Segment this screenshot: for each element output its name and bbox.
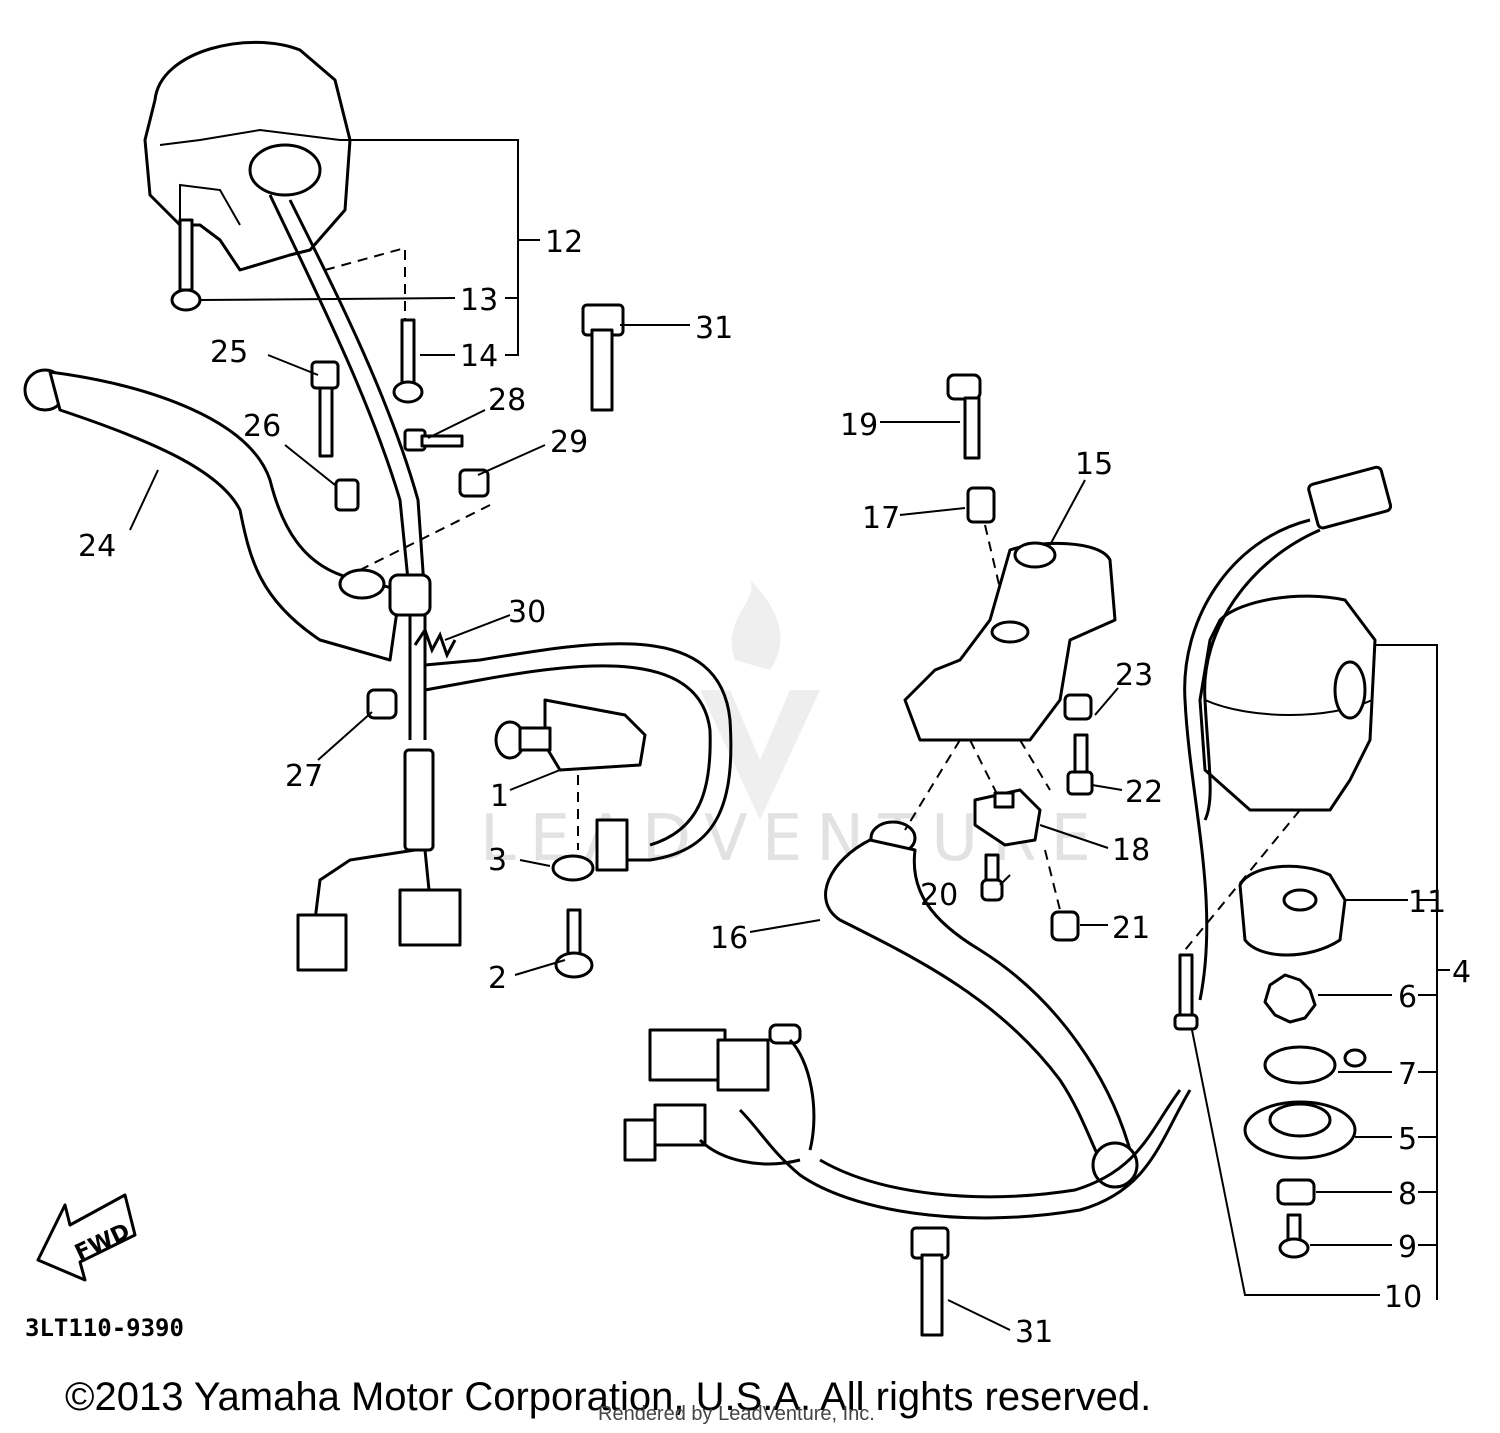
watermark-logo [700,580,820,820]
screw-20 [980,853,1004,902]
nut-29 [458,468,490,498]
callout-11: 11 [1408,885,1446,920]
callout-6: 6 [1398,980,1417,1015]
callout-19: 19 [840,408,878,443]
screw-22 [1066,733,1094,796]
washer-3 [551,854,595,882]
callout-12: 12 [545,225,583,260]
callout-30: 30 [508,595,546,630]
callout-10: 10 [1384,1280,1422,1315]
callout-15: 15 [1075,447,1113,482]
part-11 [1238,864,1347,957]
callout-26: 26 [243,409,281,444]
callout-25: 25 [210,335,248,370]
callout-1: 1 [490,779,509,814]
switch-18 [973,788,1042,847]
callout-4: 4 [1452,955,1471,990]
callout-5: 5 [1398,1122,1417,1157]
gear-6 [1263,973,1317,1024]
callout-18: 18 [1112,833,1150,868]
callout-22: 22 [1125,775,1163,810]
bolt-25 [310,360,340,458]
left-switch-housing [143,40,352,272]
screw-14 [392,318,424,404]
rendered-by-text: Rendered by LeadVenture, Inc. [598,1403,875,1425]
callout-17: 17 [862,501,900,536]
collar-26 [334,478,360,512]
spring-30 [413,626,457,659]
clip-31-lower [910,1226,950,1337]
callout-28: 28 [488,383,526,418]
right-connector-group [623,1023,802,1162]
bearing-5 [1243,1100,1357,1160]
left-cable [268,194,412,740]
screw-13 [170,218,202,312]
callout-20: 20 [920,878,958,913]
nut-21 [1050,910,1080,942]
collar-27 [366,688,398,720]
screw-9 [1278,1213,1310,1259]
callout-21: 21 [1112,911,1150,946]
leader-lines [129,139,1450,1331]
callout-16: 16 [710,921,748,956]
bracket-15 [903,541,1117,742]
callout-27: 27 [285,759,323,794]
part-code: 3LT110-9390 [25,1314,184,1342]
bolt-19 [946,373,982,460]
callout-8: 8 [1398,1177,1417,1212]
callout-31-lower: 31 [1015,1315,1053,1350]
screw-10 [1173,953,1199,1031]
nut-23 [1063,693,1093,721]
callout-2: 2 [488,961,507,996]
left-lever [23,368,432,662]
callout-29: 29 [550,425,588,460]
callout-31-upper: 31 [695,311,733,346]
nut-8 [1276,1178,1316,1206]
screw-2 [554,908,594,979]
bolt-28 [403,428,464,452]
callout-3: 3 [488,843,507,878]
switch-1 [494,698,647,772]
callout-labels: 12 13 14 31 25 28 26 29 24 30 27 1 3 2 1… [78,225,1471,1350]
callout-23: 23 [1115,658,1153,693]
clip-31-upper [581,303,625,412]
callout-7: 7 [1398,1057,1417,1092]
collar-17 [966,486,996,524]
left-connector-a [296,913,348,972]
callout-14: 14 [460,339,498,374]
right-switch-housing [1198,594,1377,812]
disc-7 [1263,1045,1367,1085]
right-lever [824,820,1139,1189]
copyright-text: ©2013 Yamaha Motor Corporation, U.S.A. A… [65,1375,1151,1419]
callout-9: 9 [1398,1230,1417,1265]
left-connector-b [398,888,462,947]
callout-24: 24 [78,529,116,564]
fwd-arrow-icon: FWD [36,1193,137,1282]
callout-13: 13 [460,283,498,318]
right-connector-top [1307,465,1393,530]
